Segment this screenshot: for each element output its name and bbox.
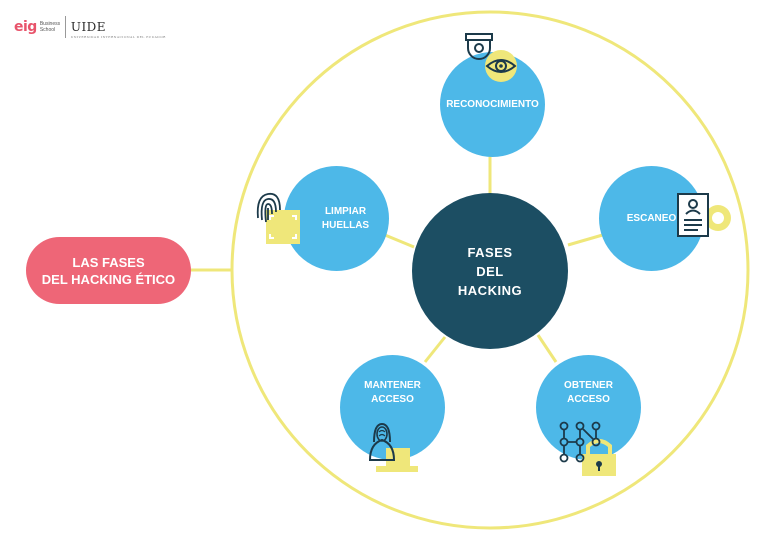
phase-obtener-acceso: OBTENER ACCESO	[536, 355, 641, 460]
connector-mantener-acceso	[423, 336, 447, 363]
uide-logo-word: UIDE	[70, 20, 107, 34]
circuit-padlock-icon	[559, 421, 616, 476]
logo-divider	[64, 16, 66, 38]
eig-logo-text: eig	[14, 19, 37, 35]
eig-logo-sub-2: School	[39, 27, 56, 33]
phase-limpiar-huellas-label-2: HUELLAS	[321, 219, 370, 231]
center-node: FASES DEL HACKING	[412, 193, 568, 349]
center-line-3: HACKING	[457, 282, 523, 298]
title-line-2: DEL HACKING ÉTICO	[41, 271, 176, 287]
uide-logo-text: UIDE UNIVERSIDAD INTERNACIONAL DEL ECUAD…	[70, 20, 166, 39]
phase-limpiar-huellas-label-1: LIMPIAR	[324, 205, 367, 217]
center-line-1: FASES	[467, 244, 513, 260]
fingerprint-icon	[256, 192, 300, 244]
eig-logo-sub-1: Business	[39, 21, 61, 27]
phase-mantener-acceso-label-1: MANTENER	[364, 379, 421, 391]
uide-logo-subtitle: UNIVERSIDAD INTERNACIONAL DEL ECUADOR	[70, 35, 166, 39]
phase-escaneo-label: ESCANEO	[626, 212, 677, 224]
phase-mantener-acceso: MANTENER ACCESO	[340, 355, 445, 460]
phase-obtener-acceso-label-2: ACCESO	[567, 393, 610, 405]
phase-reconocimiento-label: RECONOCIMIENTO	[446, 98, 539, 110]
phase-obtener-acceso-label-1: OBTENER	[564, 379, 613, 391]
hacker-laptop-icon	[368, 422, 418, 472]
phase-limpiar-huellas: LIMPIAR HUELLAS	[284, 166, 389, 271]
document-scan-icon	[677, 193, 731, 237]
title-line-1: LAS FASES	[72, 254, 145, 270]
phase-mantener-acceso-label-2: ACCESO	[371, 393, 414, 405]
center-line-2: DEL	[476, 263, 504, 279]
connector-obtener-acceso	[536, 334, 558, 363]
logo: eig Business School UIDE UNIVERSIDAD INT…	[14, 14, 166, 40]
diagram-title: LAS FASES DEL HACKING ÉTICO	[26, 237, 191, 304]
connector-escaneo	[567, 232, 607, 247]
surveillance-camera-icon	[465, 33, 517, 82]
eig-logo-subtitle: Business School	[40, 21, 62, 33]
